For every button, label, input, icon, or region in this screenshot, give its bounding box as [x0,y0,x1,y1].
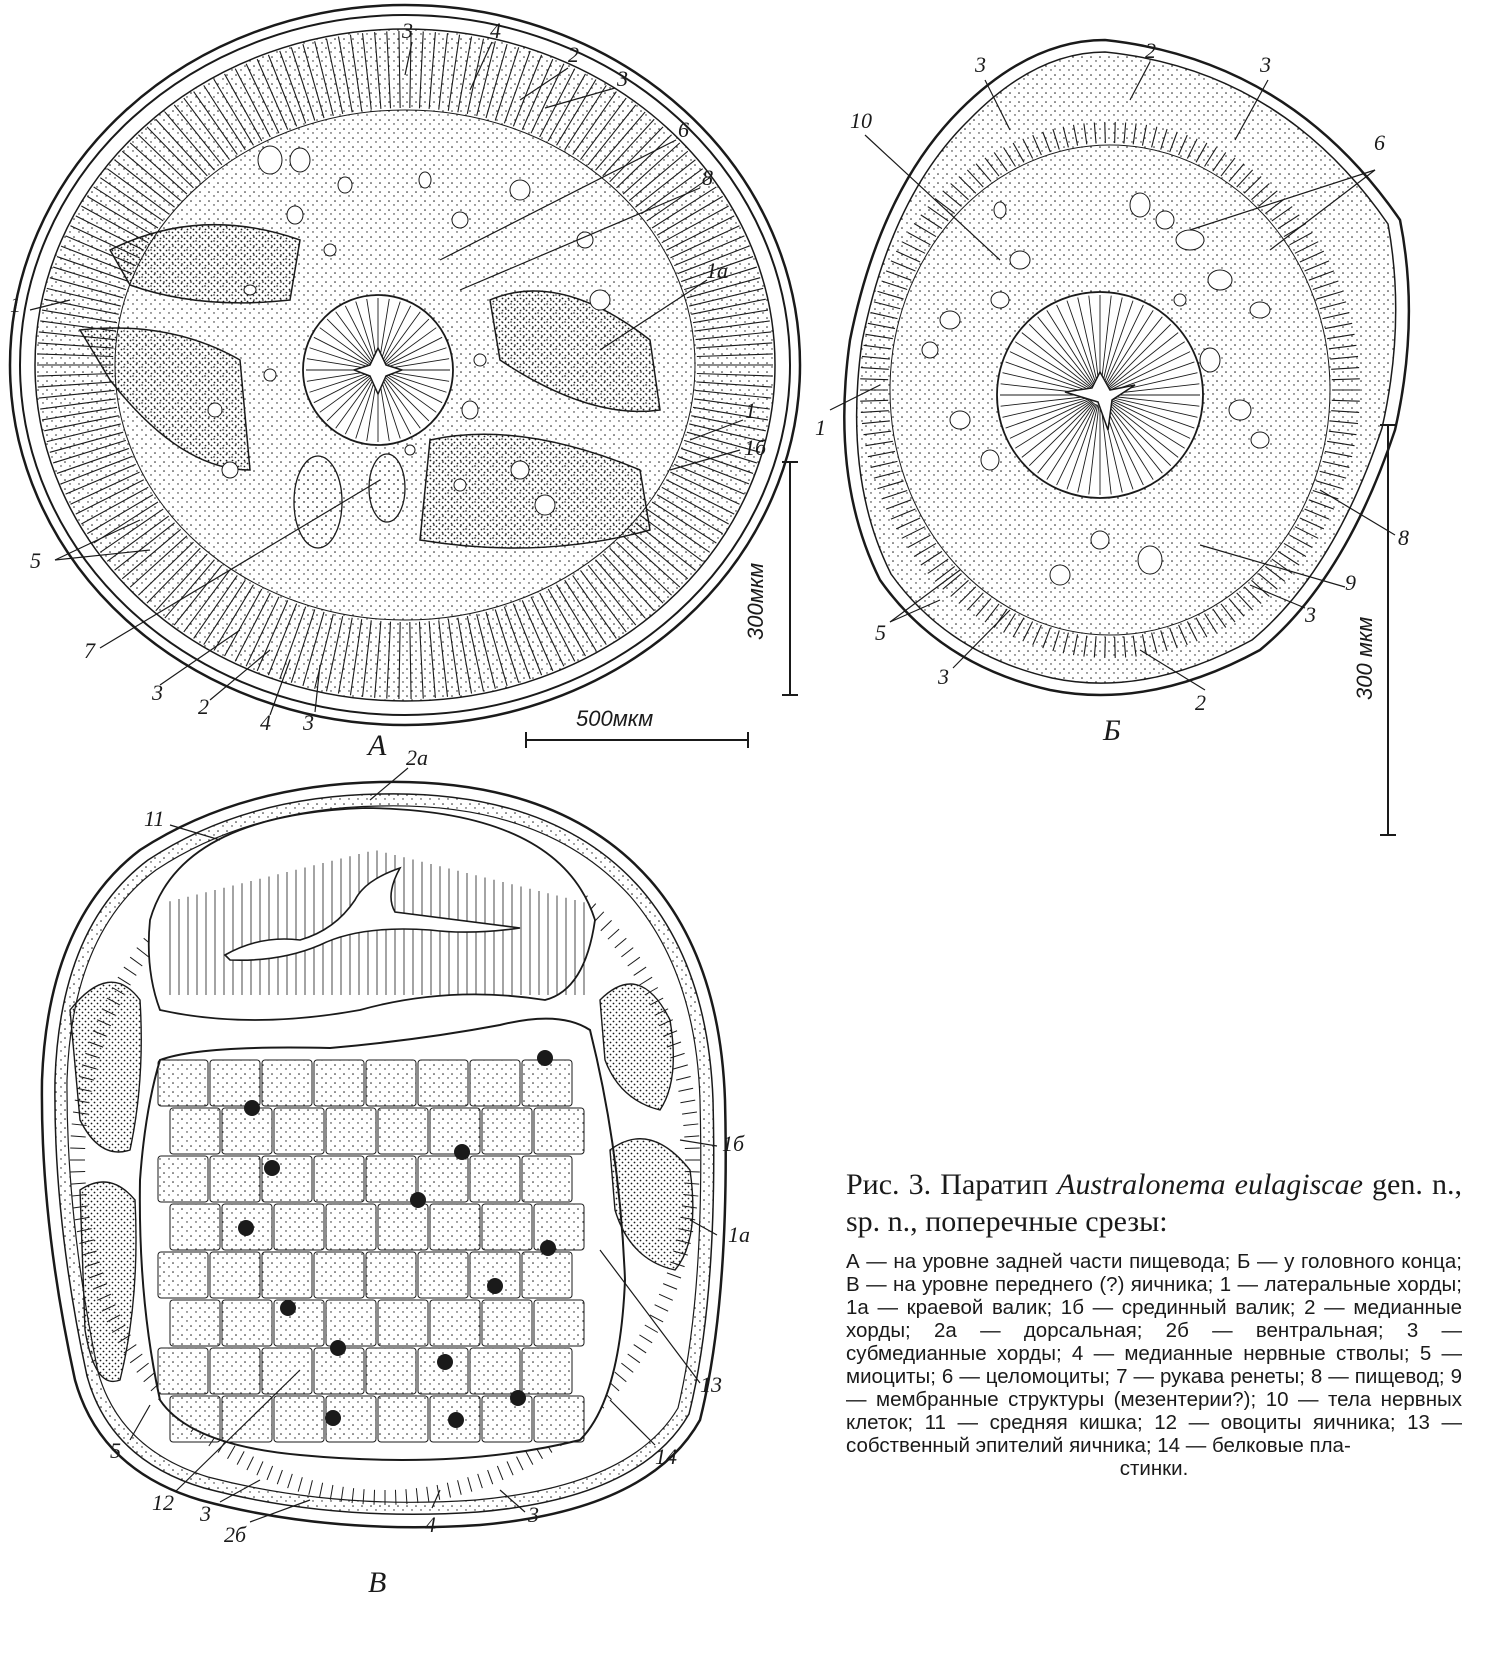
label-c-1: 11 [144,806,164,831]
label-a-15: 3 [302,710,314,735]
label-b-11: 2 [1195,690,1206,715]
figure-caption: Рис. 3. Паратип Australonema eulagiscae … [846,1166,1462,1480]
label-c-3: 1a [728,1222,750,1247]
label-a-11: 7 [84,638,96,663]
scale-bar-horizontal [526,732,748,748]
caption-legend-end: стинки. [846,1457,1462,1480]
label-b-9: 5 [875,620,886,645]
label-b-0: 3 [974,52,986,77]
label-c-5: 14 [655,1444,677,1469]
label-c-0: 2a [406,745,428,770]
cross-section-a: 3 4 2 3 6 8 1a 1 1б 1 5 7 3 2 4 3 А [10,5,800,762]
caption-legend: А — на уровне задней части пищевода; Б —… [846,1250,1462,1480]
label-a-5: 8 [702,165,713,190]
label-b-7: 9 [1345,570,1356,595]
scale-label-horizontal: 500мкм [576,706,653,731]
label-a-12: 3 [151,680,163,705]
label-b-4: 6 [1374,130,1385,155]
label-c-11: 3 [527,1502,539,1527]
label-c-4: 13 [700,1372,722,1397]
label-c-6: 5 [110,1438,121,1463]
label-a-9: 1 [10,292,21,317]
scale-bar-a [782,462,798,695]
label-b-2: 3 [1259,52,1271,77]
label-a-2: 2 [568,42,579,67]
label-c-7: 12 [152,1490,174,1515]
caption-species-name: Australonema eulagiscae [1057,1168,1363,1201]
label-a-10: 5 [30,548,41,573]
scale-label-b: 300 мкм [1352,617,1377,700]
caption-title-prefix: Рис. 3. Паратип [846,1168,1057,1201]
label-a-13: 2 [198,694,209,719]
label-a-4: 6 [678,117,689,142]
label-b-10: 3 [937,664,949,689]
label-b-3: 10 [850,108,872,133]
scale-bar-b [1380,425,1396,835]
caption-title-suffix: поперечные срезы: [925,1205,1167,1238]
cross-section-c: 2a 11 1б 1a 13 14 5 12 3 2б 4 3 В [42,745,750,1599]
label-c-9: 2б [224,1522,247,1547]
label-a-3: 3 [616,66,628,91]
label-b-1: 2 [1145,38,1156,63]
label-c-10: 4 [425,1512,436,1537]
label-a-8: 1б [744,435,767,460]
panel-letter-c: В [368,1566,386,1599]
label-b-8: 3 [1304,602,1316,627]
label-c-8: 3 [199,1501,211,1526]
label-a-1: 4 [490,18,501,43]
label-b-6: 8 [1398,525,1409,550]
label-a-14: 4 [260,710,271,735]
label-a-6: 1a [706,258,728,283]
label-a-0: 3 [401,18,413,43]
caption-legend-text: А — на уровне задней части пищевода; Б —… [846,1250,1462,1457]
scale-label-a: 300мкм [743,563,768,640]
label-b-5: 1 [815,415,826,440]
cross-section-b: 3 2 3 10 6 1 8 9 3 5 3 2 Б [815,38,1409,747]
panel-letter-a: А [366,729,387,762]
label-c-2: 1б [722,1131,745,1156]
panel-letter-b: Б [1102,714,1121,747]
label-a-7: 1 [745,398,756,423]
caption-title: Рис. 3. Паратип Australonema eulagiscae … [846,1166,1462,1240]
